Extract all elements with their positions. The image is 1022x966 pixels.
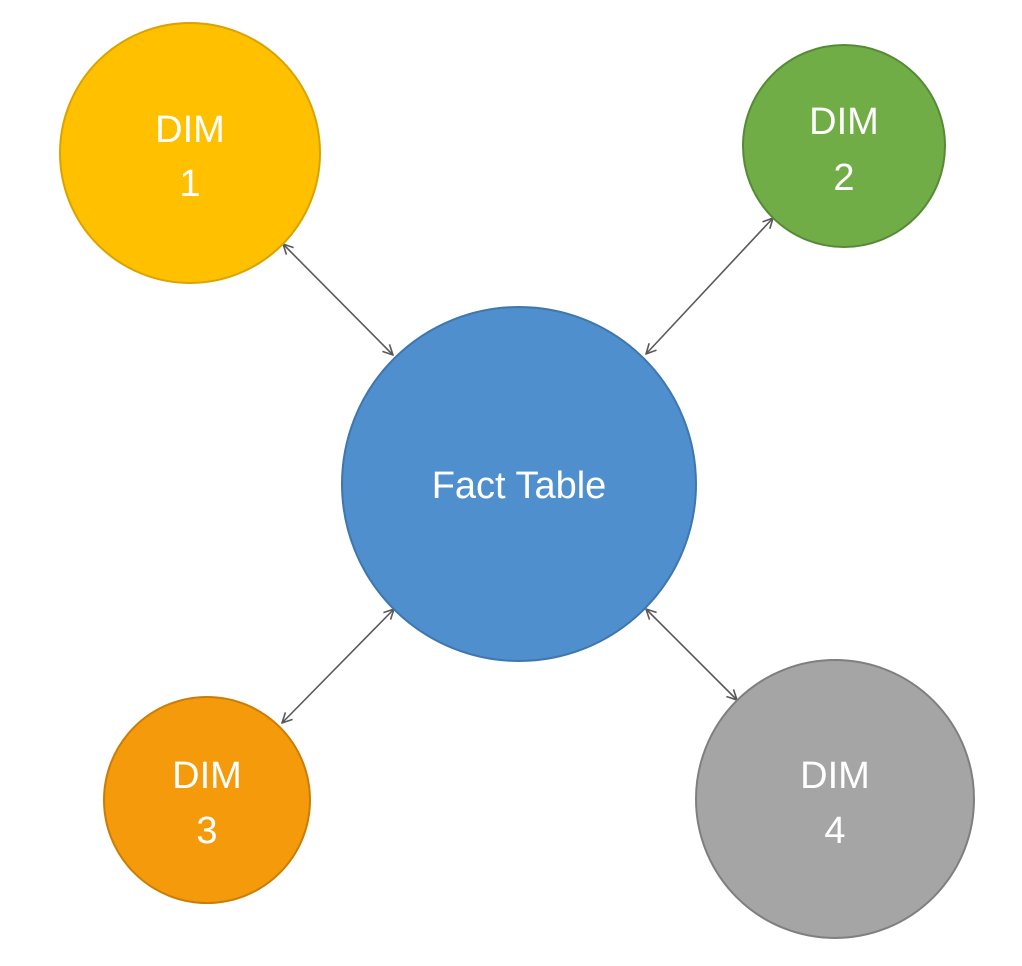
dim-1-circle bbox=[59, 22, 321, 284]
connector-dim-3 bbox=[282, 609, 394, 723]
connector-dim-1 bbox=[283, 244, 393, 355]
connector-dim-2 bbox=[646, 218, 773, 354]
dim-3-label-line1: DIM bbox=[172, 755, 242, 797]
dim-4-label-line1: DIM bbox=[800, 755, 870, 797]
dim-2-node: DIM 2 bbox=[742, 44, 946, 248]
dim-2-label-line2: 2 bbox=[833, 157, 854, 199]
dim-4-node: DIM 4 bbox=[695, 659, 975, 939]
dim-3-label-line2: 3 bbox=[196, 810, 217, 852]
connector-dim-4 bbox=[646, 609, 737, 700]
dim-4-circle bbox=[695, 659, 975, 939]
dim-3-circle bbox=[103, 696, 311, 904]
fact-table-circle bbox=[341, 306, 697, 662]
dim-3-node: DIM 3 bbox=[103, 696, 311, 904]
dim-2-circle bbox=[742, 44, 946, 248]
fact-table-node: Fact Table bbox=[341, 306, 697, 662]
dim-4-label-line2: 4 bbox=[824, 810, 845, 852]
dim-2-label-line1: DIM bbox=[809, 101, 879, 143]
dim-1-label-line2: 1 bbox=[179, 163, 200, 205]
dim-1-node: DIM 1 bbox=[59, 22, 321, 284]
connector-lines bbox=[282, 218, 773, 723]
dim-1-label-line1: DIM bbox=[155, 109, 225, 151]
fact-table-label: Fact Table bbox=[432, 465, 607, 507]
